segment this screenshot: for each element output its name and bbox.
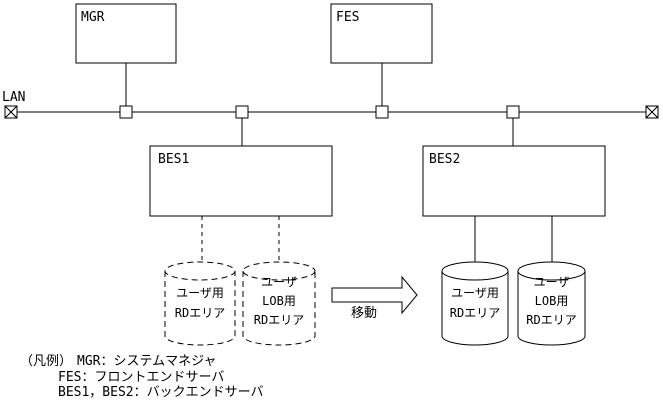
lan-terminator-left-icon [4,105,18,119]
legend-line-1: （凡例） MGR：システムマネジャ [20,354,216,369]
legend-entry-mgr: MGR：システムマネジャ [77,354,217,369]
bes2-label: BES2 [429,152,461,167]
caption-line: RDエリア [253,313,305,327]
move-arrow-label: 移動 [351,306,378,321]
move-arrow-icon [331,275,418,315]
caption-line: LOB用 [262,294,296,308]
caption-line: ユーザ用 [176,286,224,300]
mgr-label: MGR [81,10,105,25]
lan-terminator-right-icon [645,105,659,119]
legend-line-2: FES：フロントエンドサーバ [58,370,224,385]
caption-line: ユーザ [533,275,570,289]
caption-line: ユーザ用 [451,286,499,300]
cylinder-bes1-lob-rd-caption: ユーザ LOB用 RDエリア [243,273,315,330]
cylinder-bes2-user-rd-caption: ユーザ用 RDエリア [442,283,508,323]
cylinder-bes1-user-rd [164,261,236,346]
caption-line: ユーザ [261,275,297,289]
legend-line-3: BES1，BES2：バックエンドサーバ [58,385,263,400]
fes-label: FES [336,10,360,25]
cylinder-bes2-user-rd [441,261,509,346]
cylinder-bes1-lob-rd [242,261,316,346]
legend-entry-bes: BES1，BES2：バックエンドサーバ [58,385,264,400]
fes-node-box [330,3,433,64]
lan-tap-bes1-icon [235,105,249,119]
cylinder-bes2-lob-rd-caption: ユーザ LOB用 RDエリア [518,273,585,330]
lan-tap-fes-icon [375,105,389,119]
bes2-node-box [422,145,606,217]
bes1-label: BES1 [158,152,190,167]
cylinder-bes2-lob-rd [517,261,586,346]
caption-line: RDエリア [174,306,226,320]
mgr-node-box [75,3,177,64]
lan-label: LAN [2,90,26,105]
lan-tap-mgr-icon [119,105,133,119]
caption-line: LOB用 [534,294,569,308]
caption-line: RDエリア [526,313,577,327]
legend-entry-fes: FES：フロントエンドサーバ [58,370,225,385]
bes1-node-box [149,145,333,217]
cylinder-bes1-user-rd-caption: ユーザ用 RDエリア [165,283,235,323]
caption-line: RDエリア [449,306,501,320]
lan-tap-bes2-icon [506,105,520,119]
legend-heading: （凡例） [20,354,73,369]
